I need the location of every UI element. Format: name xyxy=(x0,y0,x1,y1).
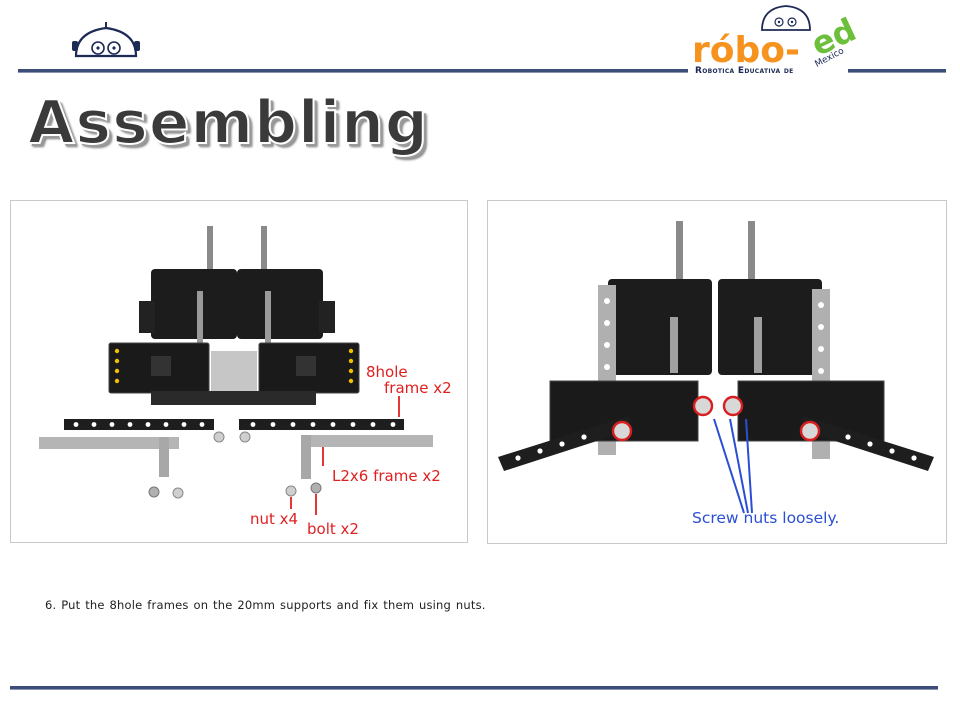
robot-mascot-icon xyxy=(72,22,140,58)
robo-ed-logo: róbo- ed xyxy=(690,2,865,86)
annotation-screw-nuts: Screw nuts loosely. xyxy=(692,509,840,527)
header-rule-right xyxy=(848,69,946,73)
annotation-frame-x2: frame x2 xyxy=(384,379,452,397)
header-rule xyxy=(18,69,688,73)
annotation-8hole: 8hole xyxy=(366,363,408,381)
logo-wordmark-left: róbo- xyxy=(692,30,800,71)
annotation-l-frame: L2x6 frame x2 xyxy=(332,467,441,485)
page-title: Assembling xyxy=(27,87,429,159)
step-caption: 6. Put the 8hole frames on the 20mm supp… xyxy=(45,598,486,612)
parts-photo xyxy=(10,200,468,543)
annotation-nut: nut x4 xyxy=(250,510,299,528)
annotation-bolt: bolt x2 xyxy=(307,520,359,538)
assembled-photo xyxy=(487,200,947,544)
logo-subtitle: Robotica Educativa de xyxy=(695,66,794,76)
footer-rule xyxy=(10,686,938,690)
